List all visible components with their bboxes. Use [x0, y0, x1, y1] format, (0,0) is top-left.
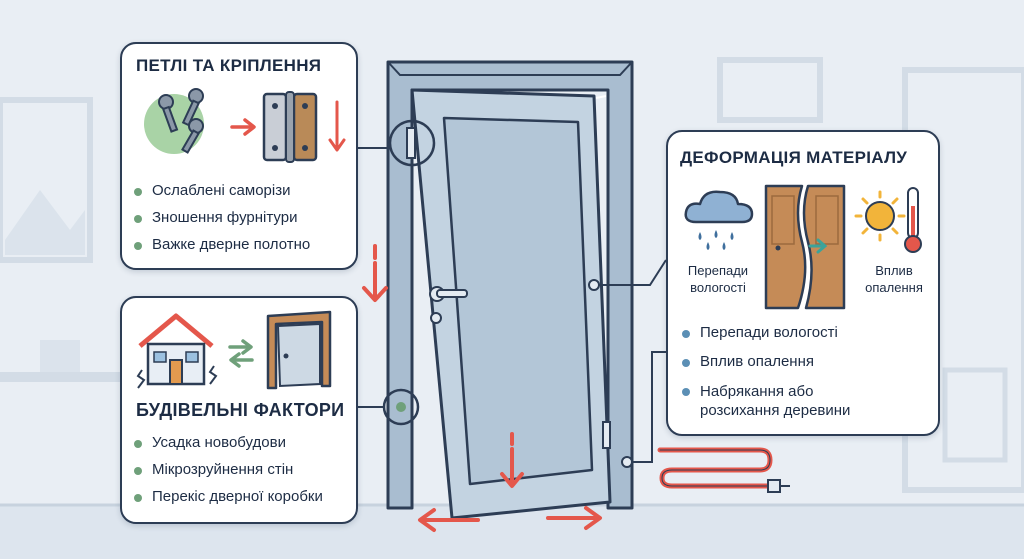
list-item: Усадка новобудови — [132, 434, 323, 451]
material-list: Перепади вологості Вплив опалення Набряк… — [680, 324, 850, 420]
skewed-door-frame-icon — [266, 310, 332, 390]
building-list: Усадка новобудови Мікрозруйнення стін Пе… — [132, 434, 323, 505]
list-item: Перепади вологості — [680, 324, 850, 341]
warped-wood-door-icon — [764, 184, 846, 310]
list-item: Вплив опалення — [680, 353, 850, 370]
list-item: Мікрозруйнення стін — [132, 461, 323, 478]
heating-caption: Вплив опалення — [865, 263, 923, 295]
humidity-caption: Перепади вологості — [687, 263, 749, 295]
list-item: Перекіс дверної коробки — [132, 488, 323, 505]
hinge-icon — [262, 91, 318, 163]
building-card: БУДІВЕЛЬНІ ФАКТОРИ Усадка новобудови Мік… — [120, 296, 358, 524]
rain-cloud-icon — [684, 190, 754, 250]
hinges-list: Ослаблені саморізи Зношення фурнітури Ва… — [132, 182, 310, 253]
list-item: Важке дверне полотно — [132, 236, 310, 253]
damaged-house-icon — [136, 313, 218, 389]
arrow-right-icon — [230, 118, 256, 136]
hinges-title: ПЕТЛІ ТА КРІПЛЕННЯ — [136, 56, 322, 75]
hinges-card: ПЕТЛІ ТА КРІПЛЕННЯ Ослаблені саморізи Зн… — [120, 42, 358, 270]
material-title: ДЕФОРМАЦІЯ МАТЕРІАЛУ — [680, 148, 908, 167]
arrow-down-icon — [328, 100, 346, 152]
building-title: БУДІВЕЛЬНІ ФАКТОРИ — [136, 400, 345, 420]
list-item: Набрякання або розсихання деревини — [680, 382, 850, 420]
screws-icon — [144, 88, 204, 154]
list-item: Ослаблені саморізи — [132, 182, 310, 199]
swap-arrows-icon — [228, 339, 254, 368]
material-card: ДЕФОРМАЦІЯ МАТЕРІАЛУ Перепади вологості — [666, 130, 940, 436]
sun-thermometer-icon — [854, 187, 922, 253]
list-item: Зношення фурнітури — [132, 209, 310, 226]
